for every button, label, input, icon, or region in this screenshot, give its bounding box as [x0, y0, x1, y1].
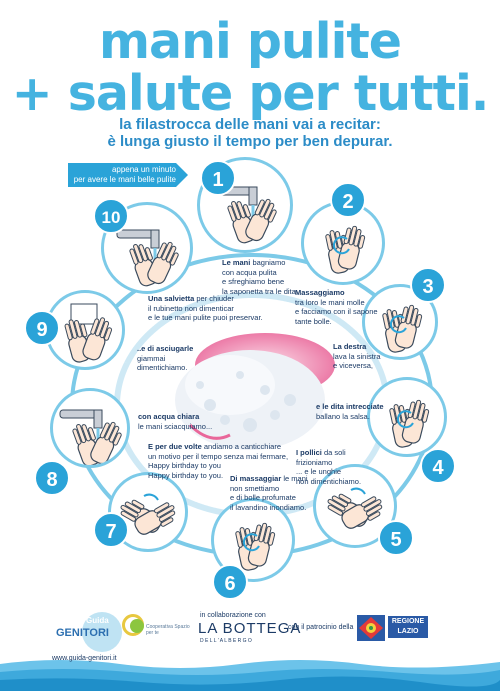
la-bottega-sub: D E L L ' A L B E R G O — [200, 638, 252, 644]
step-5-illustration — [313, 464, 397, 548]
caption-step-8: con acqua chiara le mani sciacquiamo... — [138, 412, 213, 431]
caption-step-10: Una salvietta per chiuder il rubinetto n… — [148, 294, 263, 322]
website-link[interactable]: www.guida-genitori.it — [52, 655, 117, 662]
step-8-number-badge: 8 — [34, 460, 70, 496]
collab-label: in collaborazione con — [200, 612, 266, 619]
step-5-number-badge: 5 — [378, 520, 414, 556]
start-arrow: appena un minuto per avere le mani belle… — [68, 163, 188, 187]
step-1-number-badge: 1 — [200, 160, 236, 196]
step-7-number-badge: 7 — [93, 512, 129, 548]
subtitle-line-1: la filastrocca delle mani vai a recitar: — [119, 116, 381, 133]
step-10-number-badge: 10 — [93, 198, 129, 234]
step-3-number-badge: 3 — [410, 267, 446, 303]
step-4-number-badge: 4 — [420, 448, 456, 484]
step-10-illustration — [101, 202, 193, 294]
step-8-illustration — [50, 388, 130, 468]
regione-lazio-emblem-icon — [356, 614, 386, 642]
caption-step-1: Le mani bagniamo con acqua pulita e sfre… — [222, 258, 296, 296]
caption-step-9: ..e di asciugarle giammai dimentichiamo. — [137, 344, 194, 372]
la-bottega-logo: LA BOTTEGA — [198, 620, 302, 637]
title-line-2: + salute per tutti. — [11, 65, 490, 122]
footer-waves — [0, 660, 500, 691]
title-line-1: mani pulite — [98, 13, 402, 70]
step-9-number-badge: 9 — [24, 310, 60, 346]
regione-lazio-label: REGIONE LAZIO — [388, 616, 428, 638]
start-arrow-line-1: appena un minuto — [111, 165, 176, 174]
caption-step-4: e le dita intrecciate ballano la salsa. — [316, 402, 384, 421]
caption-step-7: E per due volte andiamo a canticchiare u… — [148, 442, 289, 480]
caption-step-2: Massaggiamo tra loro le mani molle e fac… — [295, 288, 378, 326]
caption-step-3: La destra lava la sinistra e viceversa, — [333, 342, 381, 370]
subtitle-line-2: è lunga giusto il tempo per ben depurar. — [107, 133, 393, 150]
arrow-shape-icon — [68, 163, 188, 187]
step-4-illustration — [367, 377, 447, 457]
step-6-number-badge: 6 — [212, 564, 248, 600]
caption-step-5: I pollici da soli frizioniamo ... e le u… — [296, 448, 362, 486]
guida-genitori-logo: Guida GENITORI — [52, 612, 122, 652]
caption-step-6: Di massaggiar le mani non smettiamo e di… — [230, 474, 308, 512]
patrocinio-label: con il patrocinio della — [288, 624, 354, 631]
soap-foam-illustration — [175, 333, 335, 450]
start-arrow-line-2: per avere le mani belle pulite — [73, 175, 176, 184]
footer: Guida GENITORI www.guida-genitori.it Coo… — [0, 600, 500, 691]
cooperativa-logo: Cooperativa Spazio per te — [122, 614, 192, 646]
step-2-number-badge: 2 — [330, 182, 366, 218]
